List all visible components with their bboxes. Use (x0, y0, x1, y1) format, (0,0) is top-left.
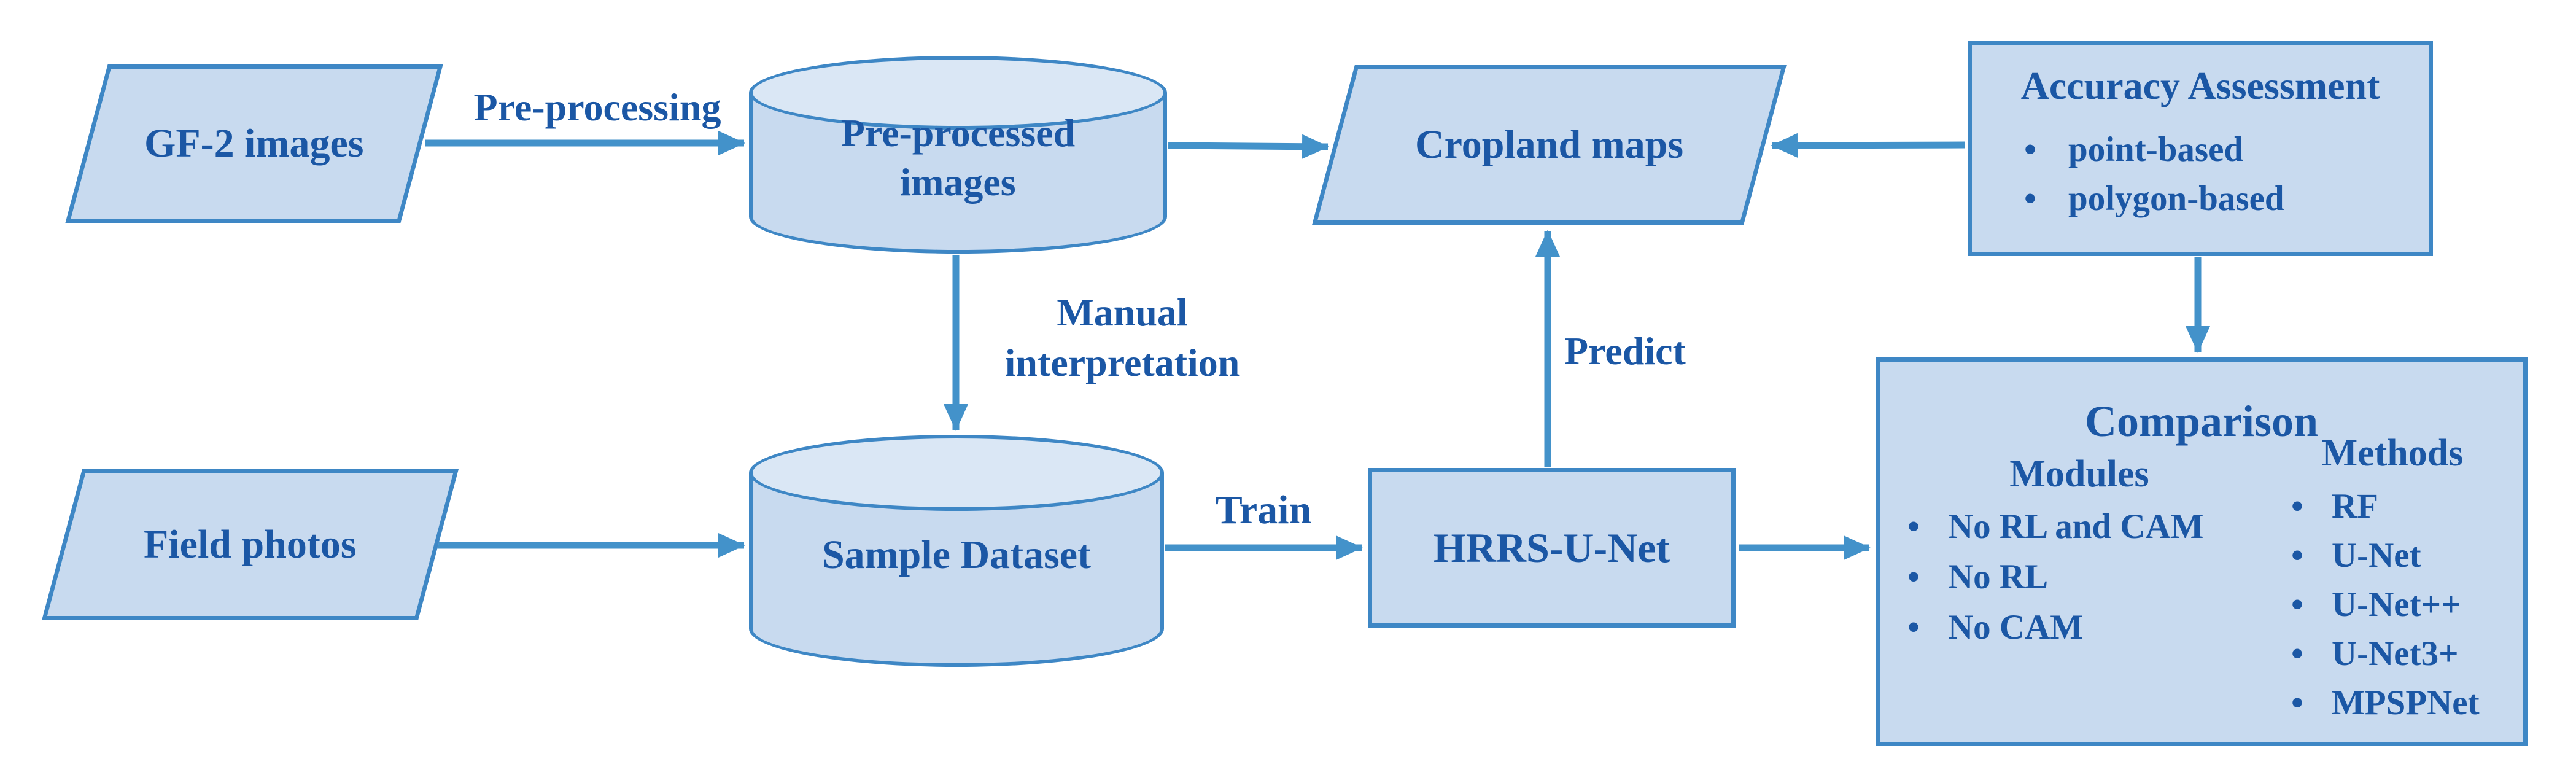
list-item: No RL and CAM (1907, 502, 2203, 552)
edge-label-manual-interpretation: Manual interpretation (969, 287, 1276, 388)
list-item: U-Net3+ (2291, 629, 2480, 679)
accuracy-assessment-title: Accuracy Assessment (2020, 64, 2380, 107)
comparison-methods-heading: Methods (2321, 432, 2464, 474)
gf2-images-label: GF-2 images (144, 121, 364, 166)
list-item: MPSPNet (2291, 679, 2480, 728)
gf2-images-node: GF-2 images (65, 64, 443, 223)
field-photos-label: Field photos (144, 522, 357, 567)
comparison-modules-list: No RL and CAM No RL No CAM (1907, 502, 2203, 653)
edge-label-predict: Predict (1564, 329, 1686, 373)
list-item: U-Net++ (2291, 580, 2480, 629)
preprocessed-images-label-line2: images (900, 160, 1016, 204)
sample-dataset-cylinder: Sample Dataset (749, 435, 1164, 667)
arrow-preprocessed-to-cropland (1168, 134, 1329, 159)
edge-label-preprocessing: Pre-processing (473, 85, 721, 129)
accuracy-assessment-box: Accuracy Assessment point-based polygon-… (1968, 41, 2433, 256)
edge-label-manual-line1: Manual (1057, 290, 1188, 334)
comparison-box: Comparison Modules No RL and CAM No RL N… (1876, 357, 2528, 746)
field-photos-node: Field photos (42, 469, 459, 620)
hrrs-u-net-label: HRRS-U-Net (1433, 524, 1670, 571)
cylinder-top-ellipse (749, 56, 1167, 130)
comparison-title: Comparison (2084, 397, 2319, 446)
arrow-accuracy-to-cropland (1771, 133, 1965, 158)
edge-label-train: Train (1215, 488, 1312, 532)
list-item: polygon-based (2024, 174, 2284, 224)
list-item: No RL (1907, 552, 2203, 602)
list-item: RF (2291, 482, 2480, 531)
accuracy-assessment-list: point-based polygon-based (2024, 125, 2284, 224)
list-item: No CAM (1907, 602, 2203, 653)
preprocessed-images-label-line1: Pre-processed (840, 111, 1076, 155)
cylinder-top-ellipse (749, 435, 1164, 511)
preprocessed-images-cylinder: Pre-processed images (749, 56, 1167, 254)
cropland-maps-node: Cropland maps (1312, 65, 1787, 225)
comparison-methods-list: RF U-Net U-Net++ U-Net3+ MPSPNet (2291, 482, 2480, 728)
list-item: U-Net (2291, 531, 2480, 580)
comparison-modules-heading: Modules (2009, 453, 2149, 495)
sample-dataset-label: Sample Dataset (821, 532, 1092, 577)
hrrs-u-net-box: HRRS-U-Net (1368, 468, 1736, 628)
edge-label-manual-line2: interpretation (1004, 341, 1240, 384)
list-item: point-based (2024, 125, 2284, 174)
cropland-maps-label: Cropland maps (1414, 122, 1684, 167)
